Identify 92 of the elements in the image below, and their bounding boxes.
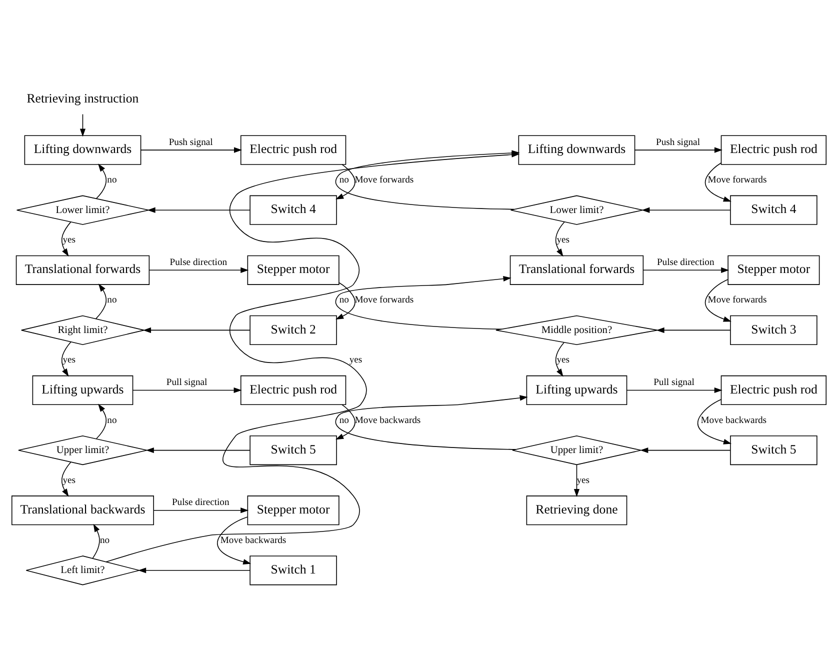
arrow bbox=[704, 278, 732, 322]
arrow bbox=[697, 398, 732, 444]
node-diamond: Lower limit? bbox=[510, 194, 644, 224]
edge-label: no bbox=[339, 294, 349, 306]
edge-label: no bbox=[339, 414, 349, 426]
node-box: Switch 4 bbox=[730, 194, 818, 224]
edge-label: Move backwards bbox=[354, 414, 421, 426]
arrow bbox=[555, 342, 564, 376]
edge-label: no bbox=[107, 414, 117, 426]
arrow bbox=[80, 113, 86, 136]
node-diamond: Upper limit? bbox=[18, 434, 148, 465]
edge-label: Push signal bbox=[656, 136, 700, 148]
node-box: Stepper motor bbox=[247, 495, 340, 525]
edge-label: yes bbox=[576, 474, 590, 486]
edge-label: Push signal bbox=[168, 136, 213, 148]
arrow bbox=[153, 507, 249, 513]
edge-label: Move backwards bbox=[700, 414, 767, 426]
edge-label: yes bbox=[62, 234, 76, 246]
node-box: Lifting upwards bbox=[32, 374, 134, 405]
arrow bbox=[96, 403, 107, 439]
arrow bbox=[146, 446, 250, 453]
arrow bbox=[96, 163, 107, 198]
arrow bbox=[147, 206, 250, 212]
node-box: Retrieving done bbox=[526, 495, 628, 525]
node-box: Lifting downwards bbox=[518, 134, 636, 164]
arrow bbox=[217, 516, 252, 564]
arrow bbox=[132, 386, 242, 393]
arrow bbox=[656, 326, 731, 332]
edge-label: Pulse direction bbox=[170, 256, 228, 268]
edge-label: Pulse direction bbox=[172, 496, 230, 508]
node-diamond: Upper limit? bbox=[512, 434, 642, 465]
edge-label: yes bbox=[62, 354, 76, 366]
arrow bbox=[143, 326, 250, 332]
arrow bbox=[92, 523, 100, 558]
edge-label: Move forwards bbox=[354, 294, 414, 306]
arrow bbox=[643, 266, 730, 272]
node-box: Electric push rod bbox=[240, 134, 346, 164]
node-box: Translational backwards bbox=[11, 495, 154, 525]
edge-label: no bbox=[107, 174, 117, 186]
node-box: Switch 2 bbox=[250, 314, 337, 344]
edge-label: Move forwards bbox=[708, 174, 767, 186]
arrow bbox=[61, 461, 72, 496]
arrow bbox=[140, 146, 242, 152]
arrow bbox=[640, 446, 731, 453]
node-diamond: Middle position? bbox=[496, 314, 658, 345]
node-box: Lifting downwards bbox=[24, 134, 142, 164]
arrow bbox=[704, 162, 732, 202]
arrow bbox=[574, 464, 580, 496]
arrow bbox=[148, 266, 249, 272]
node-box: Switch 1 bbox=[250, 555, 337, 585]
edge-label: no bbox=[339, 174, 349, 186]
arrow bbox=[61, 221, 72, 256]
edge-label: Move forwards bbox=[708, 294, 767, 306]
node-text: Retrieving instruction bbox=[26, 91, 139, 106]
node-diamond: Right limit? bbox=[20, 314, 144, 345]
arrow bbox=[626, 386, 722, 393]
edge-label: Pulse direction bbox=[656, 256, 714, 268]
node-box: Lifting upwards bbox=[526, 374, 628, 405]
node-box: Switch 5 bbox=[730, 434, 818, 465]
edge-label: Move backwards bbox=[220, 534, 286, 546]
node-diamond: Left limit? bbox=[26, 555, 140, 585]
edge-label: no bbox=[100, 534, 110, 546]
node-box: Electric push rod bbox=[720, 134, 827, 164]
arrow bbox=[642, 206, 731, 212]
arrow bbox=[634, 146, 722, 152]
edge-label: yes bbox=[556, 234, 570, 246]
arrow bbox=[336, 164, 356, 199]
edge-label: Pull signal bbox=[166, 376, 208, 388]
node-box: Translational forwards bbox=[510, 254, 644, 284]
node-diamond: Lower limit? bbox=[16, 194, 150, 224]
node-box: Switch 4 bbox=[250, 194, 337, 224]
edge-label: no bbox=[107, 294, 117, 306]
edge-label: Move forwards bbox=[354, 174, 414, 186]
arrow bbox=[336, 282, 356, 320]
arrow bbox=[138, 567, 250, 573]
node-box: Switch 3 bbox=[730, 314, 818, 344]
edge-label: yes bbox=[62, 474, 76, 486]
node-box: Electric push rod bbox=[240, 374, 346, 405]
node-box: Translational forwards bbox=[16, 254, 150, 284]
edge-label: Pull signal bbox=[654, 376, 694, 388]
arrow bbox=[335, 394, 528, 450]
arrow bbox=[555, 220, 565, 256]
arrow bbox=[61, 341, 72, 376]
node-box: Switch 5 bbox=[250, 434, 337, 465]
arrow bbox=[335, 275, 512, 330]
edge-label: yes bbox=[556, 354, 570, 366]
edge-label: yes bbox=[349, 354, 362, 366]
node-box: Electric push rod bbox=[720, 374, 827, 405]
arrow bbox=[336, 404, 356, 440]
arrow bbox=[96, 283, 107, 319]
node-box: Stepper motor bbox=[247, 254, 340, 284]
node-box: Stepper motor bbox=[728, 254, 820, 284]
